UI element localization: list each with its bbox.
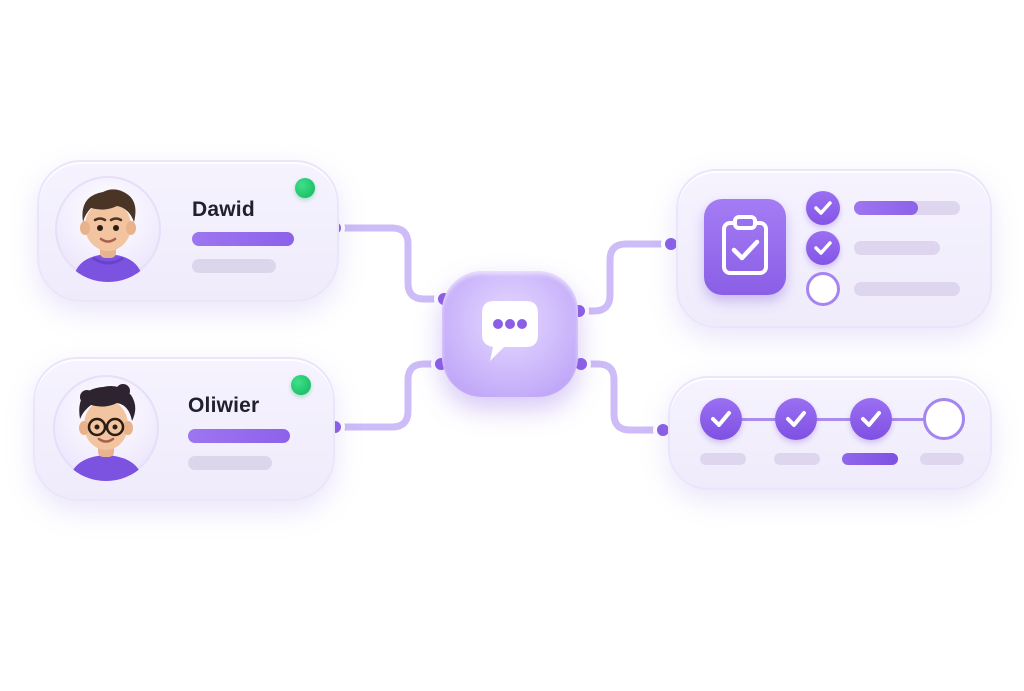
online-status-icon: [295, 178, 315, 198]
step-label-active: [842, 453, 898, 465]
task-row[interactable]: [806, 191, 966, 225]
avatar: [55, 176, 161, 282]
task-row[interactable]: [806, 272, 966, 306]
step-label: [774, 453, 820, 465]
info-bar-secondary: [188, 456, 272, 470]
progress-steps-card[interactable]: [668, 376, 992, 490]
connector-dawid-hub: [331, 224, 448, 303]
avatar-dawid-icon: [73, 189, 143, 282]
info-bar-primary: [192, 232, 294, 246]
task-progress-bar: [854, 282, 960, 296]
info-bar-primary: [188, 429, 290, 443]
user-card-oliwier[interactable]: Oliwier: [33, 357, 335, 501]
user-name: Dawid: [192, 198, 255, 221]
connector-hub-steps: [577, 360, 667, 434]
avatar: [53, 375, 159, 481]
step-check-icon[interactable]: [700, 398, 742, 440]
task-progress-bar: [854, 201, 960, 215]
chat-hub[interactable]: [442, 271, 578, 397]
avatar-oliwier-icon: [69, 384, 143, 481]
step-check-icon[interactable]: [775, 398, 817, 440]
connector-hub-tasks: [575, 240, 675, 315]
connector-oliwier-hub: [331, 360, 445, 431]
step-line: [722, 418, 932, 421]
empty-checkbox-icon: [806, 272, 840, 306]
user-card-dawid[interactable]: Dawid: [37, 160, 339, 302]
info-bar-secondary: [192, 259, 276, 273]
online-status-icon: [291, 375, 311, 395]
checkmark-icon: [806, 231, 840, 265]
clipboard-check-icon: [722, 215, 768, 275]
checkmark-icon: [806, 191, 840, 225]
clipboard-tile: [704, 199, 786, 295]
user-name: Oliwier: [188, 394, 260, 417]
step-label: [920, 453, 964, 465]
step-label: [700, 453, 746, 465]
task-row[interactable]: [806, 231, 966, 265]
chat-bubble-icon: [482, 301, 538, 361]
step-empty-icon[interactable]: [923, 398, 965, 440]
step-check-icon[interactable]: [850, 398, 892, 440]
task-progress-fill: [854, 201, 918, 215]
task-progress-bar: [854, 241, 940, 255]
task-checklist-card[interactable]: [676, 169, 992, 328]
